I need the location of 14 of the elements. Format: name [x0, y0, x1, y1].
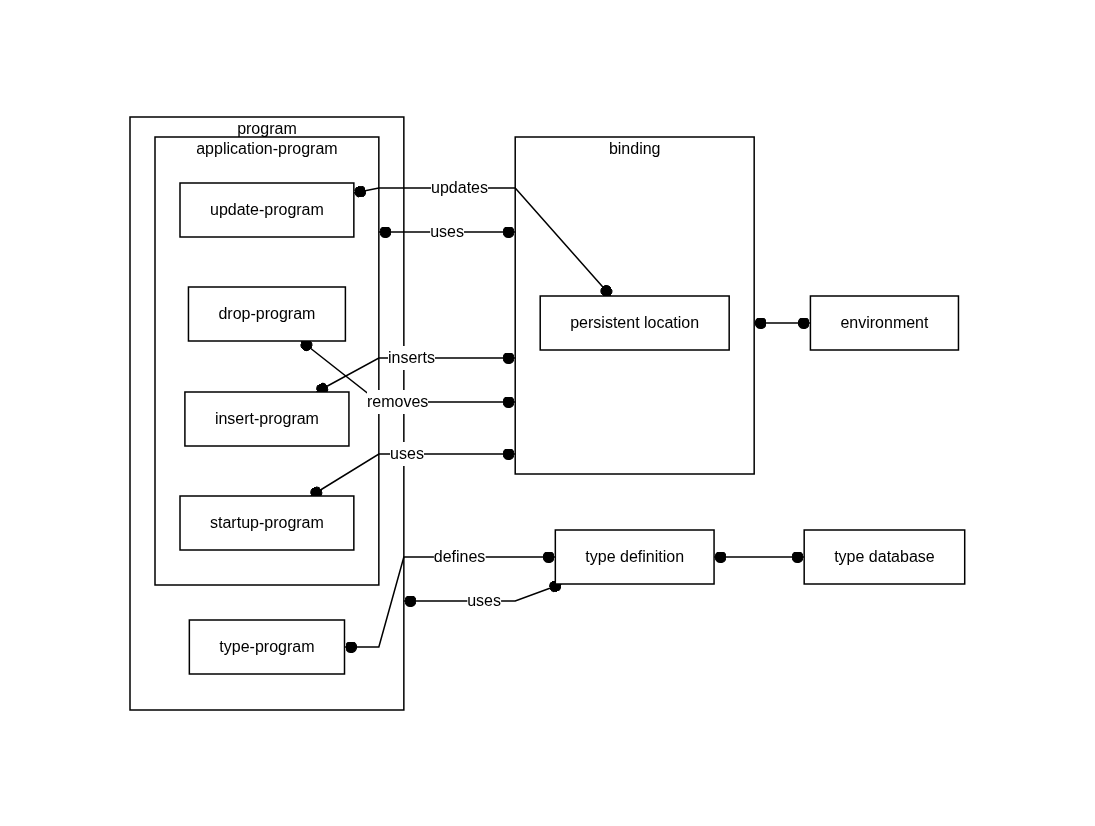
node-box: insert-program — [184, 390, 350, 447]
node-box: environment — [809, 294, 960, 351]
edge-label: defines — [433, 547, 486, 565]
edge-label: uses — [467, 591, 502, 609]
connector — [353, 185, 613, 297]
edge-label: uses — [430, 222, 465, 240]
node-box: type-program — [188, 618, 346, 675]
node-box: startup-program — [179, 494, 355, 551]
edge-label: updates — [431, 178, 489, 196]
node-box: drop-program — [187, 285, 347, 342]
node-box: type database — [803, 528, 966, 585]
node-box: persistent location — [539, 294, 731, 351]
node-box: update-program — [179, 181, 355, 238]
node-box: type definition — [554, 528, 715, 585]
